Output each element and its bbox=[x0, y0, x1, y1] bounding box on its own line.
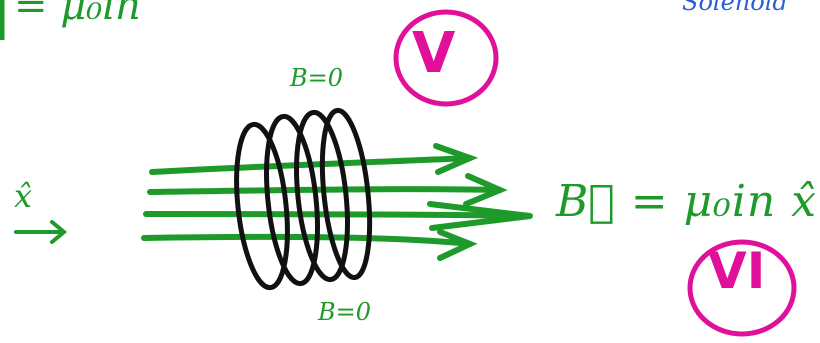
coil-loop-2 bbox=[264, 113, 320, 287]
magnetic-field-lines bbox=[141, 143, 533, 261]
marker-v-label: V bbox=[412, 21, 456, 86]
circle-marker-v bbox=[393, 9, 499, 107]
solenoid-label: Solenoid bbox=[682, 0, 788, 16]
coil-loop-4 bbox=[319, 107, 373, 281]
field-line-2 bbox=[147, 186, 503, 195]
field-arrow-1 bbox=[433, 143, 479, 175]
field-line-1 bbox=[149, 155, 473, 175]
marker-vi-label: VI bbox=[708, 242, 766, 300]
circle-marker-vi bbox=[687, 239, 797, 337]
field-arrow-2 bbox=[463, 173, 508, 207]
field-arrow-3 bbox=[427, 201, 531, 231]
x-direction-arrow bbox=[14, 220, 68, 244]
field-arrow-4 bbox=[437, 229, 478, 261]
solenoid-coils bbox=[234, 107, 373, 291]
b-zero-top-label: B=0 bbox=[290, 64, 344, 92]
coil-loop-1 bbox=[234, 121, 290, 291]
coil-loop-3 bbox=[294, 109, 350, 283]
field-line-4 bbox=[141, 233, 473, 247]
field-line-3 bbox=[143, 211, 533, 219]
top-equation-text: = μ₀in bbox=[14, 0, 141, 29]
x-unit-vector-label: x̂ bbox=[14, 177, 33, 215]
magenta-circle-markers bbox=[393, 9, 797, 337]
field-equation-label: B⃗ = μ₀in x̂ bbox=[556, 176, 818, 227]
b-zero-bottom-label: B=0 bbox=[318, 298, 372, 326]
